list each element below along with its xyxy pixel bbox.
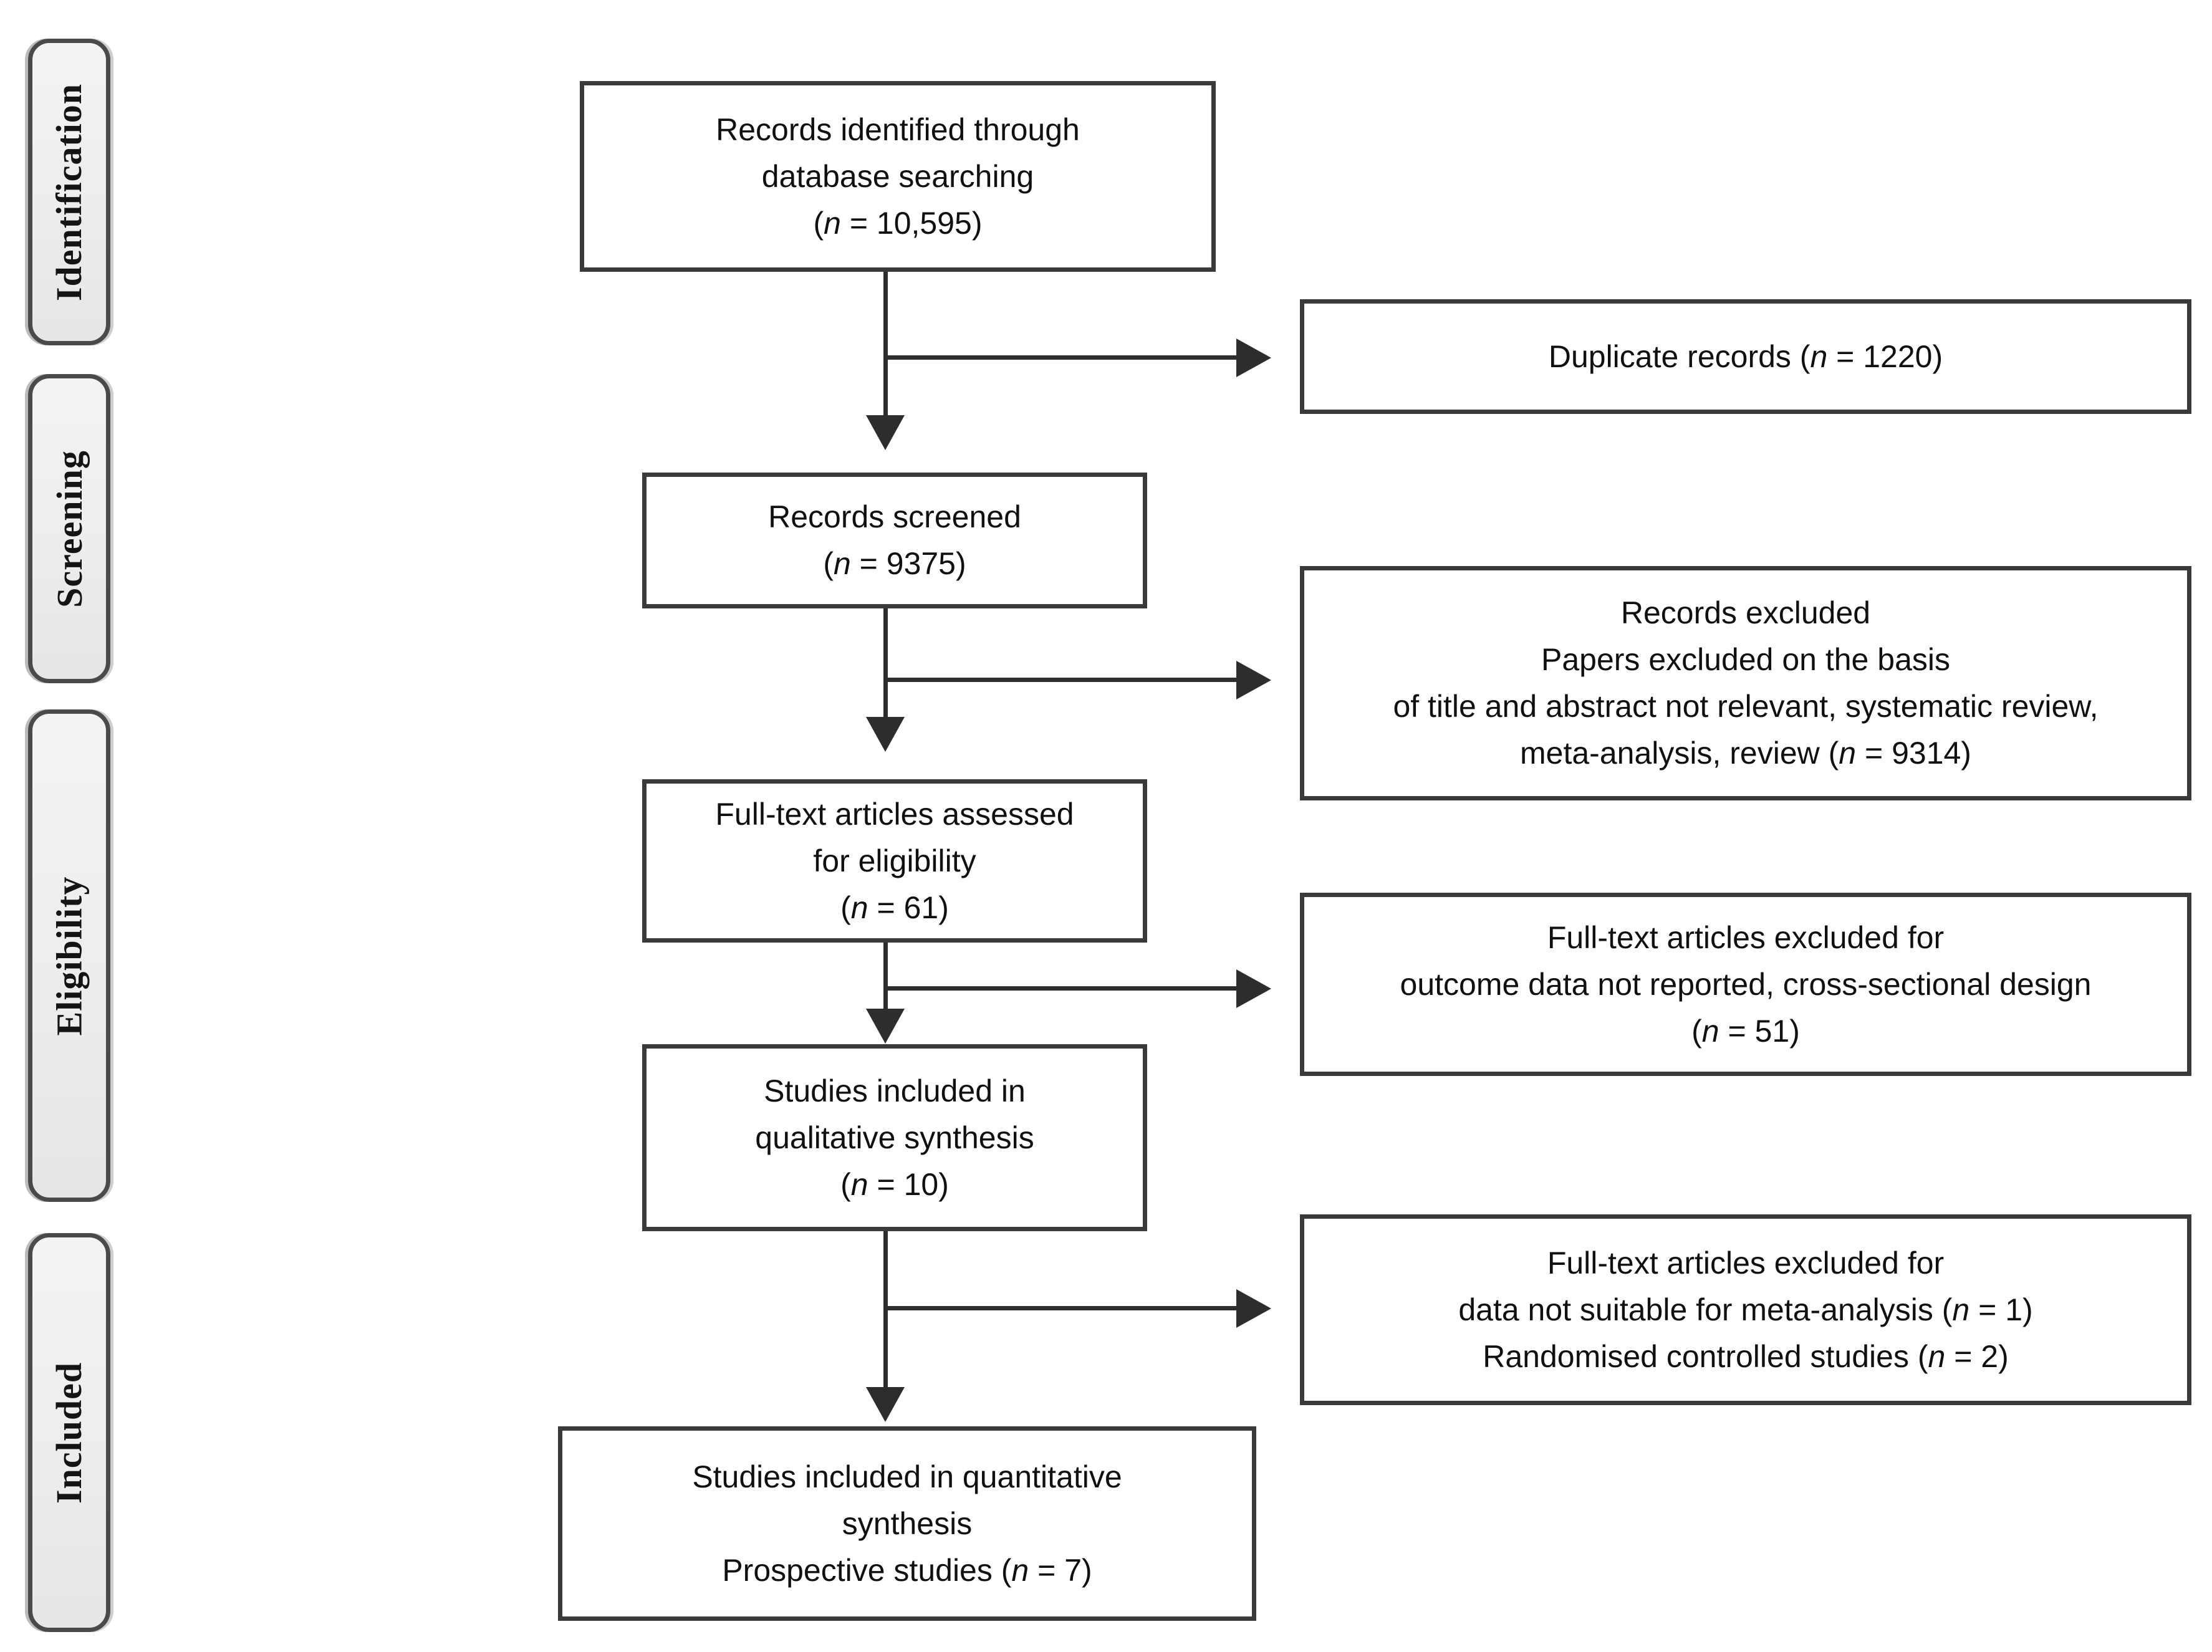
arrow-to-meta-excluded-head-icon	[1236, 1289, 1271, 1328]
stage-eligibility-label: Eligibility	[49, 876, 90, 1035]
arrow-to-fulltext-excluded-head-icon	[1236, 969, 1271, 1008]
stage-screening: Screening	[28, 374, 110, 683]
arrow-qualitative-to-quantitative-head-icon	[866, 1387, 905, 1422]
box-records-screened-text: Records screened(n = 9375)	[768, 499, 1021, 581]
box-duplicate-records: Duplicate records (n = 1220)	[1300, 299, 2191, 414]
arrow-screened-to-assessed-line	[883, 608, 888, 718]
stage-screening-label: Screening	[49, 449, 90, 608]
stage-included: Included	[28, 1233, 110, 1632]
arrow-to-records-excluded-head-icon	[1236, 661, 1271, 699]
arrow-to-records-excluded-line	[885, 678, 1236, 682]
arrow-assessed-to-qualitative-head-icon	[866, 1009, 905, 1044]
box-records-screened: Records screened(n = 9375)	[642, 473, 1147, 608]
stage-included-label: Included	[49, 1361, 90, 1504]
arrow-identified-to-screened-line	[883, 272, 888, 416]
arrow-assessed-to-qualitative-line	[883, 943, 888, 1010]
arrow-to-fulltext-excluded-line	[885, 986, 1236, 991]
arrow-to-duplicates-line	[885, 355, 1236, 360]
stage-identification: Identification	[28, 39, 110, 345]
stage-eligibility: Eligibility	[28, 709, 110, 1202]
arrow-to-duplicates-head-icon	[1236, 339, 1271, 377]
stage-identification-label: Identification	[49, 83, 90, 301]
box-duplicate-records-text: Duplicate records (n = 1220)	[1548, 339, 1943, 374]
arrow-identified-to-screened-head-icon	[866, 415, 905, 450]
arrow-to-meta-excluded-line	[885, 1306, 1236, 1310]
arrow-screened-to-assessed-head-icon	[866, 717, 905, 752]
